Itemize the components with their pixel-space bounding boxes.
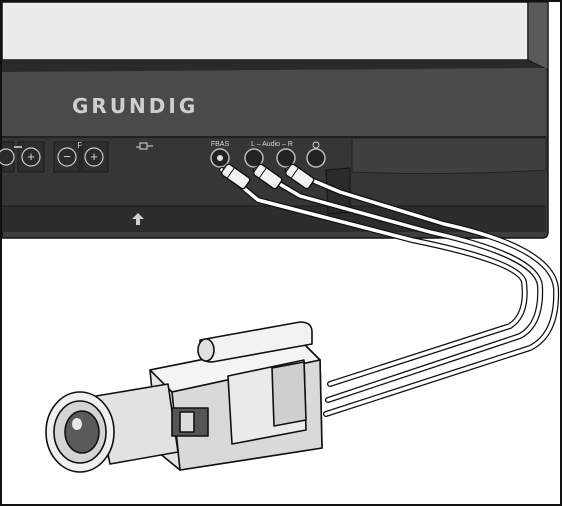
tv-set: GRUNDIG + − P + FBAS L – A bbox=[0, 1, 549, 239]
plug-video bbox=[220, 163, 251, 190]
audio-right-jack[interactable] bbox=[276, 148, 296, 168]
program-label: P bbox=[77, 141, 82, 150]
headphone-jack-icon bbox=[136, 142, 153, 150]
camcorder-icon bbox=[45, 321, 323, 473]
plus-icon: + bbox=[27, 149, 35, 164]
side-panel-detail bbox=[271, 361, 307, 427]
cable-audio-right bbox=[286, 168, 558, 416]
rca-plugs bbox=[220, 163, 315, 190]
cable-audio-left bbox=[254, 168, 542, 402]
viewfinder-glass bbox=[179, 411, 195, 433]
cable-video bbox=[220, 168, 527, 386]
up-arrow-icon bbox=[132, 213, 144, 225]
lens-glass bbox=[64, 410, 100, 454]
program-minus-button[interactable] bbox=[57, 147, 77, 167]
volume-plus-button[interactable] bbox=[21, 147, 41, 167]
av-jack-panel: FBAS L – Audio – R bbox=[210, 141, 326, 168]
tv-screen bbox=[1, 1, 529, 61]
minus-icon: − bbox=[63, 149, 71, 164]
handle-end bbox=[197, 338, 215, 362]
brand-logo: GRUNDIG bbox=[72, 94, 198, 118]
plug-audio-left bbox=[252, 163, 283, 190]
headphone-symbol bbox=[312, 141, 320, 149]
audio-label: L – Audio – R bbox=[251, 141, 293, 148]
program-plus-button[interactable] bbox=[84, 147, 104, 167]
cabinet-corner bbox=[527, 1, 549, 71]
headphone-jack[interactable] bbox=[306, 148, 326, 168]
plus-icon: + bbox=[90, 149, 98, 164]
audio-left-jack[interactable] bbox=[244, 148, 264, 168]
av-cables bbox=[219, 167, 560, 417]
jack-pin bbox=[217, 155, 223, 161]
front-upper-panel bbox=[2, 68, 546, 136]
lens-highlight bbox=[72, 418, 82, 430]
fbas-label: FBAS bbox=[211, 141, 230, 148]
plug-audio-right bbox=[284, 163, 315, 190]
control-buttons: + − P + bbox=[0, 141, 109, 173]
minus-button[interactable] bbox=[0, 148, 15, 166]
side-flap bbox=[351, 137, 547, 175]
